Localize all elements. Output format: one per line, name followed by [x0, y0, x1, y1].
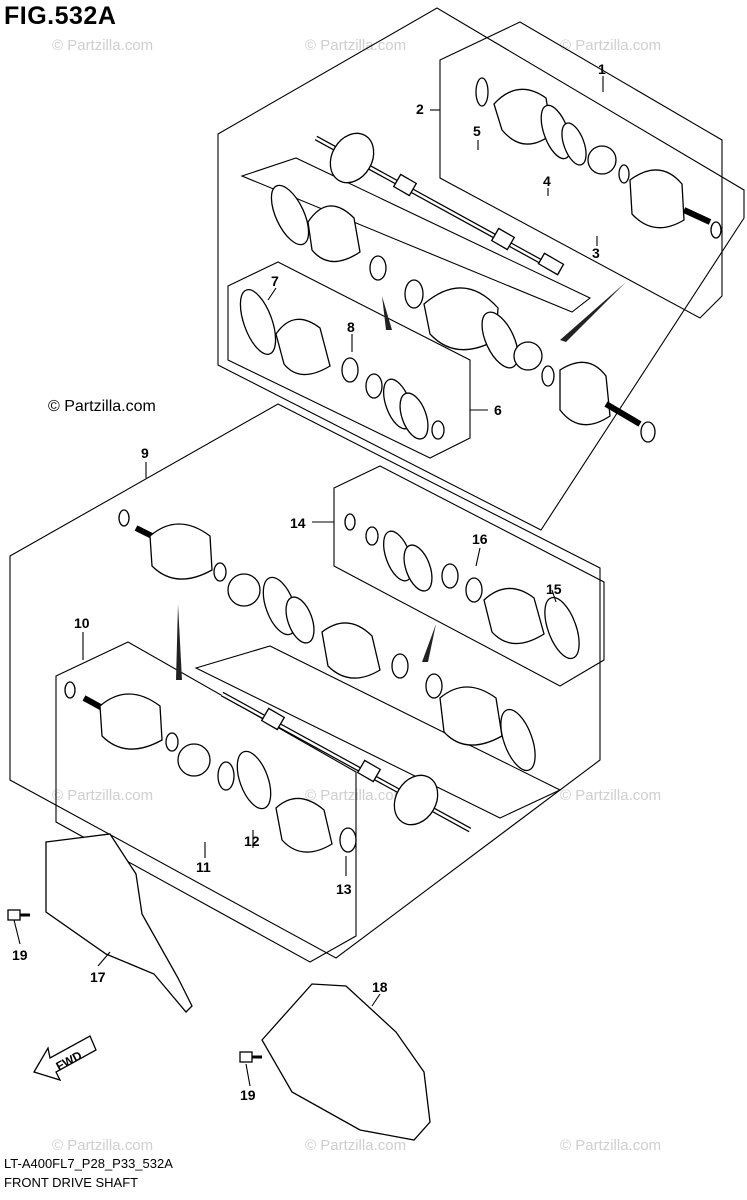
figure-code: LT-A400FL7_P28_P33_532A: [4, 1156, 173, 1171]
watermark: © Partzilla.com: [560, 1137, 661, 1154]
outer-joint-kit-box: [439, 21, 723, 319]
inner-joint-box-10-parts: [64, 681, 357, 853]
skid-guard-18: [261, 983, 431, 1141]
callout-14: 14: [290, 515, 306, 531]
figure-name: FRONT DRIVE SHAFT: [4, 1175, 139, 1190]
inner-joint-box-10: [55, 641, 357, 963]
watermarks: © Partzilla.com © Partzilla.com © Partzi…: [52, 37, 661, 1154]
watermark: © Partzilla.com: [52, 37, 153, 54]
callout-17: 17: [90, 969, 106, 985]
upper-group-outline: [217, 7, 745, 531]
callout-11: 11: [196, 859, 211, 875]
callout-12: 12: [244, 833, 260, 849]
callout-2: 2: [416, 101, 424, 117]
callout-leaders: [13, 76, 604, 1087]
leader-wedge: [560, 282, 626, 342]
callout-6: 6: [494, 402, 502, 418]
upper-drive-shaft: [314, 132, 565, 276]
fwd-arrow-icon: FWD: [33, 1035, 97, 1082]
watermark: © Partzilla.com: [305, 1137, 406, 1154]
bolt-icon: [239, 1051, 262, 1063]
callout-1: 1: [598, 61, 606, 77]
fig-title: FIG.532A: [4, 2, 117, 30]
callout-numbers: 1 2 3 4 5 6 7 8 9 10 11 12 13 14 15 16 1…: [12, 61, 606, 1103]
lower-group-outline: [9, 403, 601, 959]
watermark: © Partzilla.com: [560, 787, 661, 804]
watermark: © Partzilla.com: [52, 787, 153, 804]
upper-boot-parts: [270, 184, 656, 443]
leader-wedge: [176, 604, 182, 680]
leader-wedge: [382, 296, 392, 330]
boot-kit-6-parts: [239, 289, 445, 440]
copyright-label: © Partzilla.com: [48, 398, 156, 415]
outer-joint-kit-parts: [475, 77, 722, 239]
callout-15: 15: [546, 581, 562, 597]
shaft-box-lower: [194, 645, 562, 819]
boot-kit-box-6: [227, 261, 471, 459]
callout-5: 5: [473, 123, 481, 139]
callout-19: 19: [12, 947, 28, 963]
inner-boot-kit-box-upper: [240, 157, 592, 313]
callout-18: 18: [372, 979, 388, 995]
callout-19: 19: [240, 1087, 256, 1103]
callout-9: 9: [141, 445, 149, 461]
lower-drive-parts: [118, 509, 580, 772]
callout-8: 8: [347, 319, 355, 335]
callout-3: 3: [592, 245, 600, 261]
bolt-icon: [7, 909, 30, 921]
callout-16: 16: [472, 531, 488, 547]
callout-10: 10: [74, 615, 90, 631]
watermark: © Partzilla.com: [560, 37, 661, 54]
watermark: © Partzilla.com: [52, 1137, 153, 1154]
watermark: © Partzilla.com: [305, 37, 406, 54]
leader-wedge: [422, 624, 436, 662]
skid-guard-17: [45, 833, 193, 1013]
lower-drive-shaft: [220, 691, 472, 833]
callout-4: 4: [543, 173, 551, 189]
callout-13: 13: [336, 881, 352, 897]
callout-7: 7: [271, 273, 279, 289]
boot-kit-box-14: [333, 465, 605, 687]
